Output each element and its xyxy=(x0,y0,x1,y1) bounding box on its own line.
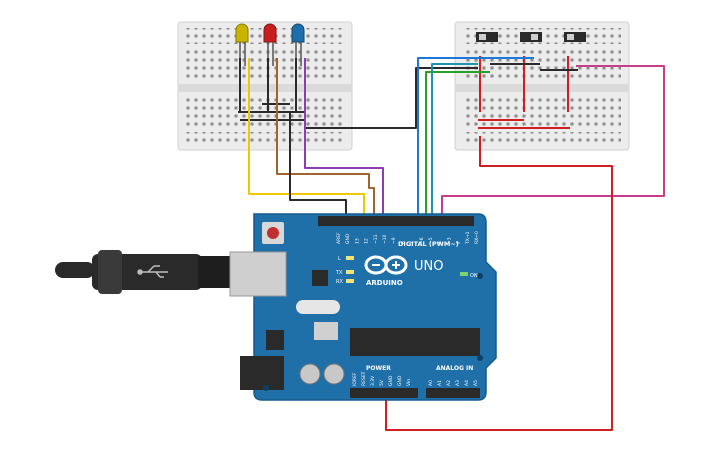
left-board-jumpers xyxy=(238,58,306,121)
digital-pin-label: ~9 xyxy=(391,237,397,244)
digital-pin-label: ~5 xyxy=(428,237,434,244)
power-header-label: POWER xyxy=(366,365,391,372)
analog-pin-label: A5 xyxy=(473,380,479,386)
l-led-label: L xyxy=(338,256,341,262)
arduino-logo-icon xyxy=(364,255,408,275)
tx-led-label: TX xyxy=(335,270,343,276)
wire-yellow xyxy=(248,58,365,222)
power-pin-label: 3.3V xyxy=(370,375,376,386)
wires xyxy=(248,57,665,431)
model-label: UNO xyxy=(414,259,443,274)
digital-pin-label: TX→1 xyxy=(465,231,471,245)
analog-pin-label: A1 xyxy=(437,380,443,386)
usb-cable xyxy=(55,250,234,294)
analog-pin-label: A2 xyxy=(446,380,452,386)
digital-pin-label: RX←0 xyxy=(474,231,480,244)
arduino-board: ARDUINO UNO DIGITAL (PWM~) POWER ANALOG … xyxy=(229,213,497,401)
power-pin-label: GND xyxy=(397,375,403,386)
power-pin-label: RESET xyxy=(361,371,367,386)
analog-pin-label: A3 xyxy=(455,380,461,386)
wire-black-gnd xyxy=(289,112,347,222)
power-pin-label: GND xyxy=(388,375,394,386)
digital-pin-label: ~11 xyxy=(373,234,379,244)
power-pin-label: IOREF xyxy=(352,372,358,386)
digital-pin-label: 8 xyxy=(400,241,406,244)
usb-icon xyxy=(137,265,168,278)
digital-pin-label: ~10 xyxy=(382,234,388,244)
digital-pin-label: AREF xyxy=(336,232,342,244)
wire-blue xyxy=(417,57,534,222)
wire-teal xyxy=(431,63,478,222)
wire-purple xyxy=(304,58,384,222)
switch-3 xyxy=(564,32,586,42)
wire-brown xyxy=(276,58,375,222)
power-pin-label: 5V xyxy=(379,379,385,386)
analog-header-label: ANALOG IN xyxy=(436,365,473,372)
digital-pin-label: 2 xyxy=(456,241,462,244)
digital-header-label: DIGITAL (PWM~) xyxy=(398,240,459,248)
analog-pin-label: A4 xyxy=(464,380,470,386)
analog-pin-label: A0 xyxy=(428,380,434,386)
digital-pin-label: ~3 xyxy=(446,237,452,244)
digital-pin-label: 12 xyxy=(364,238,370,244)
led-blue xyxy=(291,23,305,66)
brand-label: ARDUINO xyxy=(366,279,403,287)
switch-2 xyxy=(520,32,542,42)
digital-pin-label: 7 xyxy=(410,241,416,244)
right-board-jumpers xyxy=(478,56,578,129)
rx-led-label: RX xyxy=(336,279,343,285)
digital-pin-label: GND xyxy=(345,233,351,244)
digital-pin-label: 13 xyxy=(354,238,360,244)
wire-black-long xyxy=(306,67,478,129)
switch-1 xyxy=(476,32,498,42)
wire-green xyxy=(425,71,490,222)
digital-pin-label: ~6 xyxy=(419,237,425,244)
wire-magenta xyxy=(441,65,665,222)
on-label: ON xyxy=(470,273,478,279)
digital-pin-label: 4 xyxy=(437,241,443,244)
wire-red xyxy=(385,136,613,431)
power-pin-label: Vin xyxy=(406,379,412,386)
